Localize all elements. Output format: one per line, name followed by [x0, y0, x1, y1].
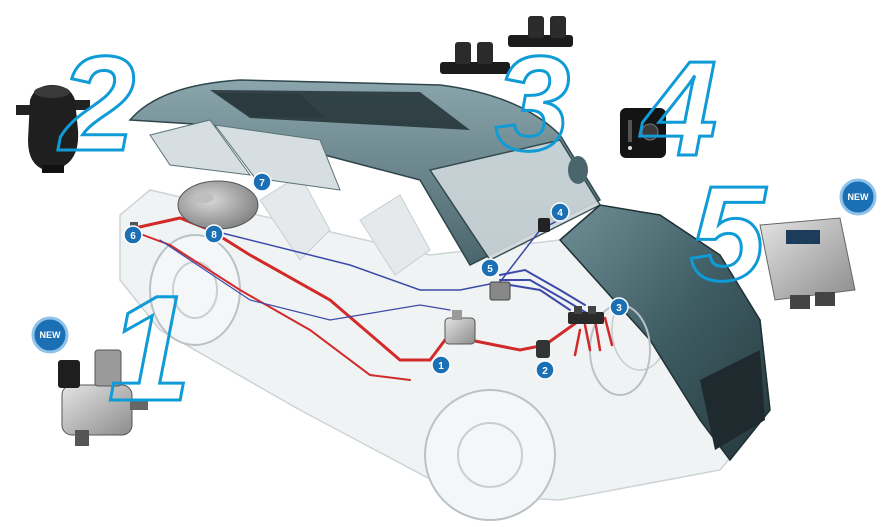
marker-8-text: 8	[211, 230, 217, 241]
marker-5: 5	[480, 258, 500, 278]
marker-2: 2	[535, 360, 555, 380]
switch-panel-icon	[620, 108, 666, 158]
marker-4: 4	[550, 202, 570, 222]
reducer-icon	[58, 349, 148, 446]
gas-filter-icon	[16, 85, 90, 173]
in-car-switch	[538, 218, 550, 232]
marker-5-text: 5	[487, 264, 493, 275]
new-badge-1: NEW	[31, 316, 69, 354]
big-number-text-1: 1	[108, 264, 191, 432]
marker-4-text: 4	[557, 208, 563, 219]
marker-8: 8	[204, 224, 224, 244]
big-number-text-4: 4	[639, 33, 717, 184]
marker-7-text: 7	[259, 178, 265, 189]
in-car-filter	[536, 340, 550, 358]
new-badge-5-text: NEW	[848, 192, 870, 202]
new-badge-1-text: NEW	[40, 330, 62, 340]
marker-1-text: 1	[438, 361, 444, 372]
injector-rail-icon	[440, 16, 573, 74]
in-car-ecu	[489, 281, 511, 301]
car-illustration	[119, 79, 771, 521]
marker-3-text: 3	[616, 303, 622, 314]
big-number-text-2: 2	[57, 28, 135, 179]
marker-2-text: 2	[542, 366, 548, 377]
marker-3: 3	[609, 297, 629, 317]
in-car-injector-rail	[568, 306, 604, 324]
big-number-text-3: 3	[495, 28, 570, 179]
marker-7: 7	[252, 172, 272, 192]
in-car-reducer	[444, 310, 476, 345]
big-number-text-5: 5	[690, 158, 767, 309]
ecu-module-icon	[759, 217, 856, 309]
marker-6-text: 6	[130, 231, 136, 242]
new-badge-5: NEW	[839, 178, 877, 216]
marker-6: 6	[123, 225, 143, 245]
marker-1: 1	[431, 355, 451, 375]
lpg-tank	[177, 180, 259, 230]
